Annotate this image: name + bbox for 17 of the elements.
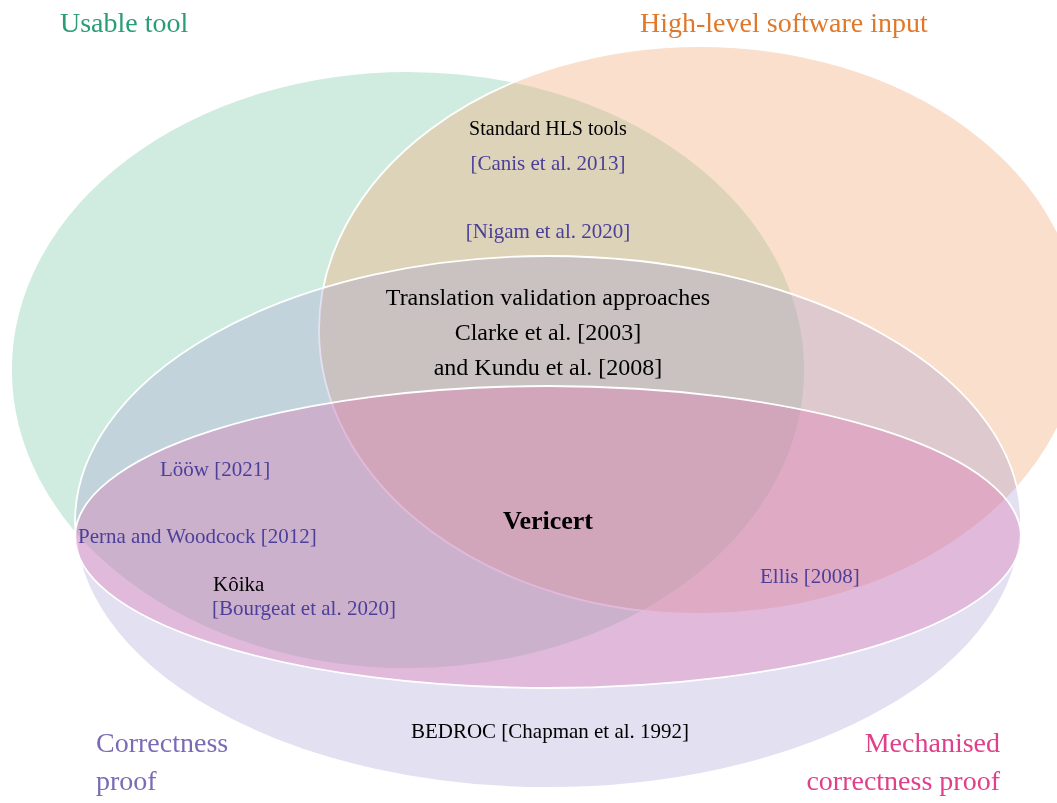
region-label: and Kundu et al. [2008] <box>432 353 664 382</box>
set-heading: Mechanised correctness proof <box>805 726 1000 798</box>
region-label: [Nigam et al. 2020] <box>464 218 632 245</box>
set-heading: Usable tool <box>60 6 190 40</box>
region-label: Vericert <box>502 505 594 537</box>
region-label: [Canis et al. 2013] <box>469 150 627 177</box>
set-heading: Correctness proof <box>96 726 230 798</box>
set-heading: High-level software input <box>640 6 929 40</box>
region-label: Ellis [2008] <box>760 563 861 590</box>
region-label: [Bourgeat et al. 2020] <box>212 595 397 622</box>
region-label: BEDROC [Chapman et al. 1992] <box>409 718 691 745</box>
region-label: Lööw [2021] <box>160 456 272 483</box>
region-label: Perna and Woodcock [2012] <box>78 523 318 550</box>
region-label: Kôika <box>213 571 266 598</box>
region-label: Translation validation approaches <box>384 283 712 312</box>
region-label: Clarke et al. [2003] <box>453 318 643 347</box>
region-label: Standard HLS tools <box>468 116 628 141</box>
